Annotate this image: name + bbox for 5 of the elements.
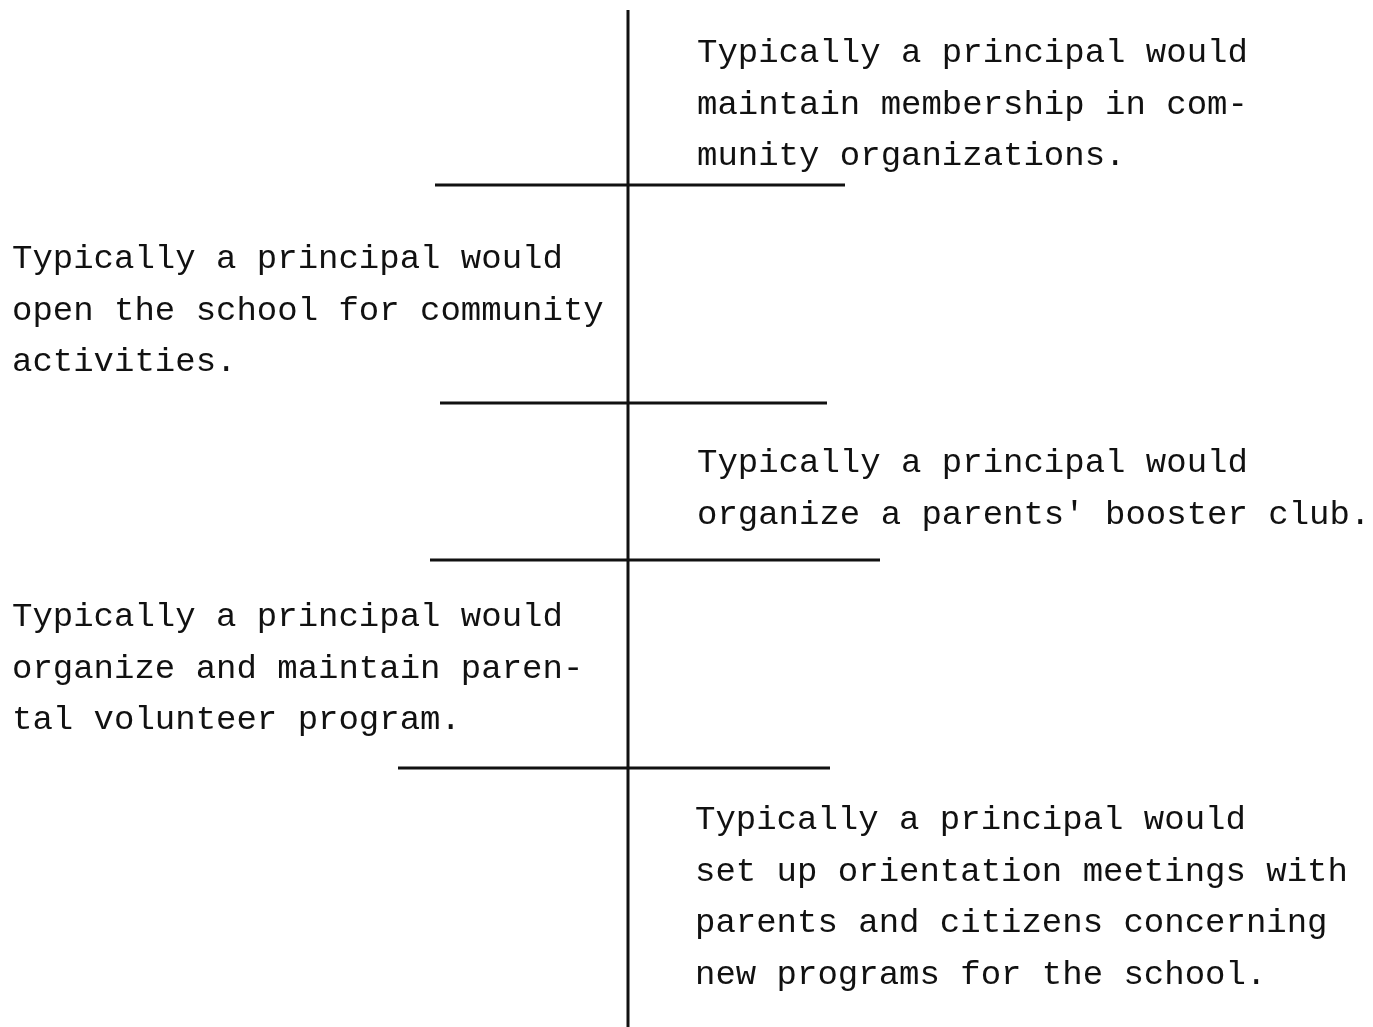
- scale-statement: Typically a principal would organize a parents' booster club.: [697, 443, 1371, 536]
- scale-statement: Typically a principal would organize and maintain paren- tal volunteer program.: [12, 597, 584, 741]
- scale-statement: Typically a principal would open the school for community activities.: [12, 239, 604, 383]
- scale-statement: Typically a principal would set up orientation meetings with parents and citizens concerning new programs for the school.: [695, 800, 1348, 996]
- scale-statement: Typically a principal would maintain membership in com- munity organizations.: [697, 33, 1248, 177]
